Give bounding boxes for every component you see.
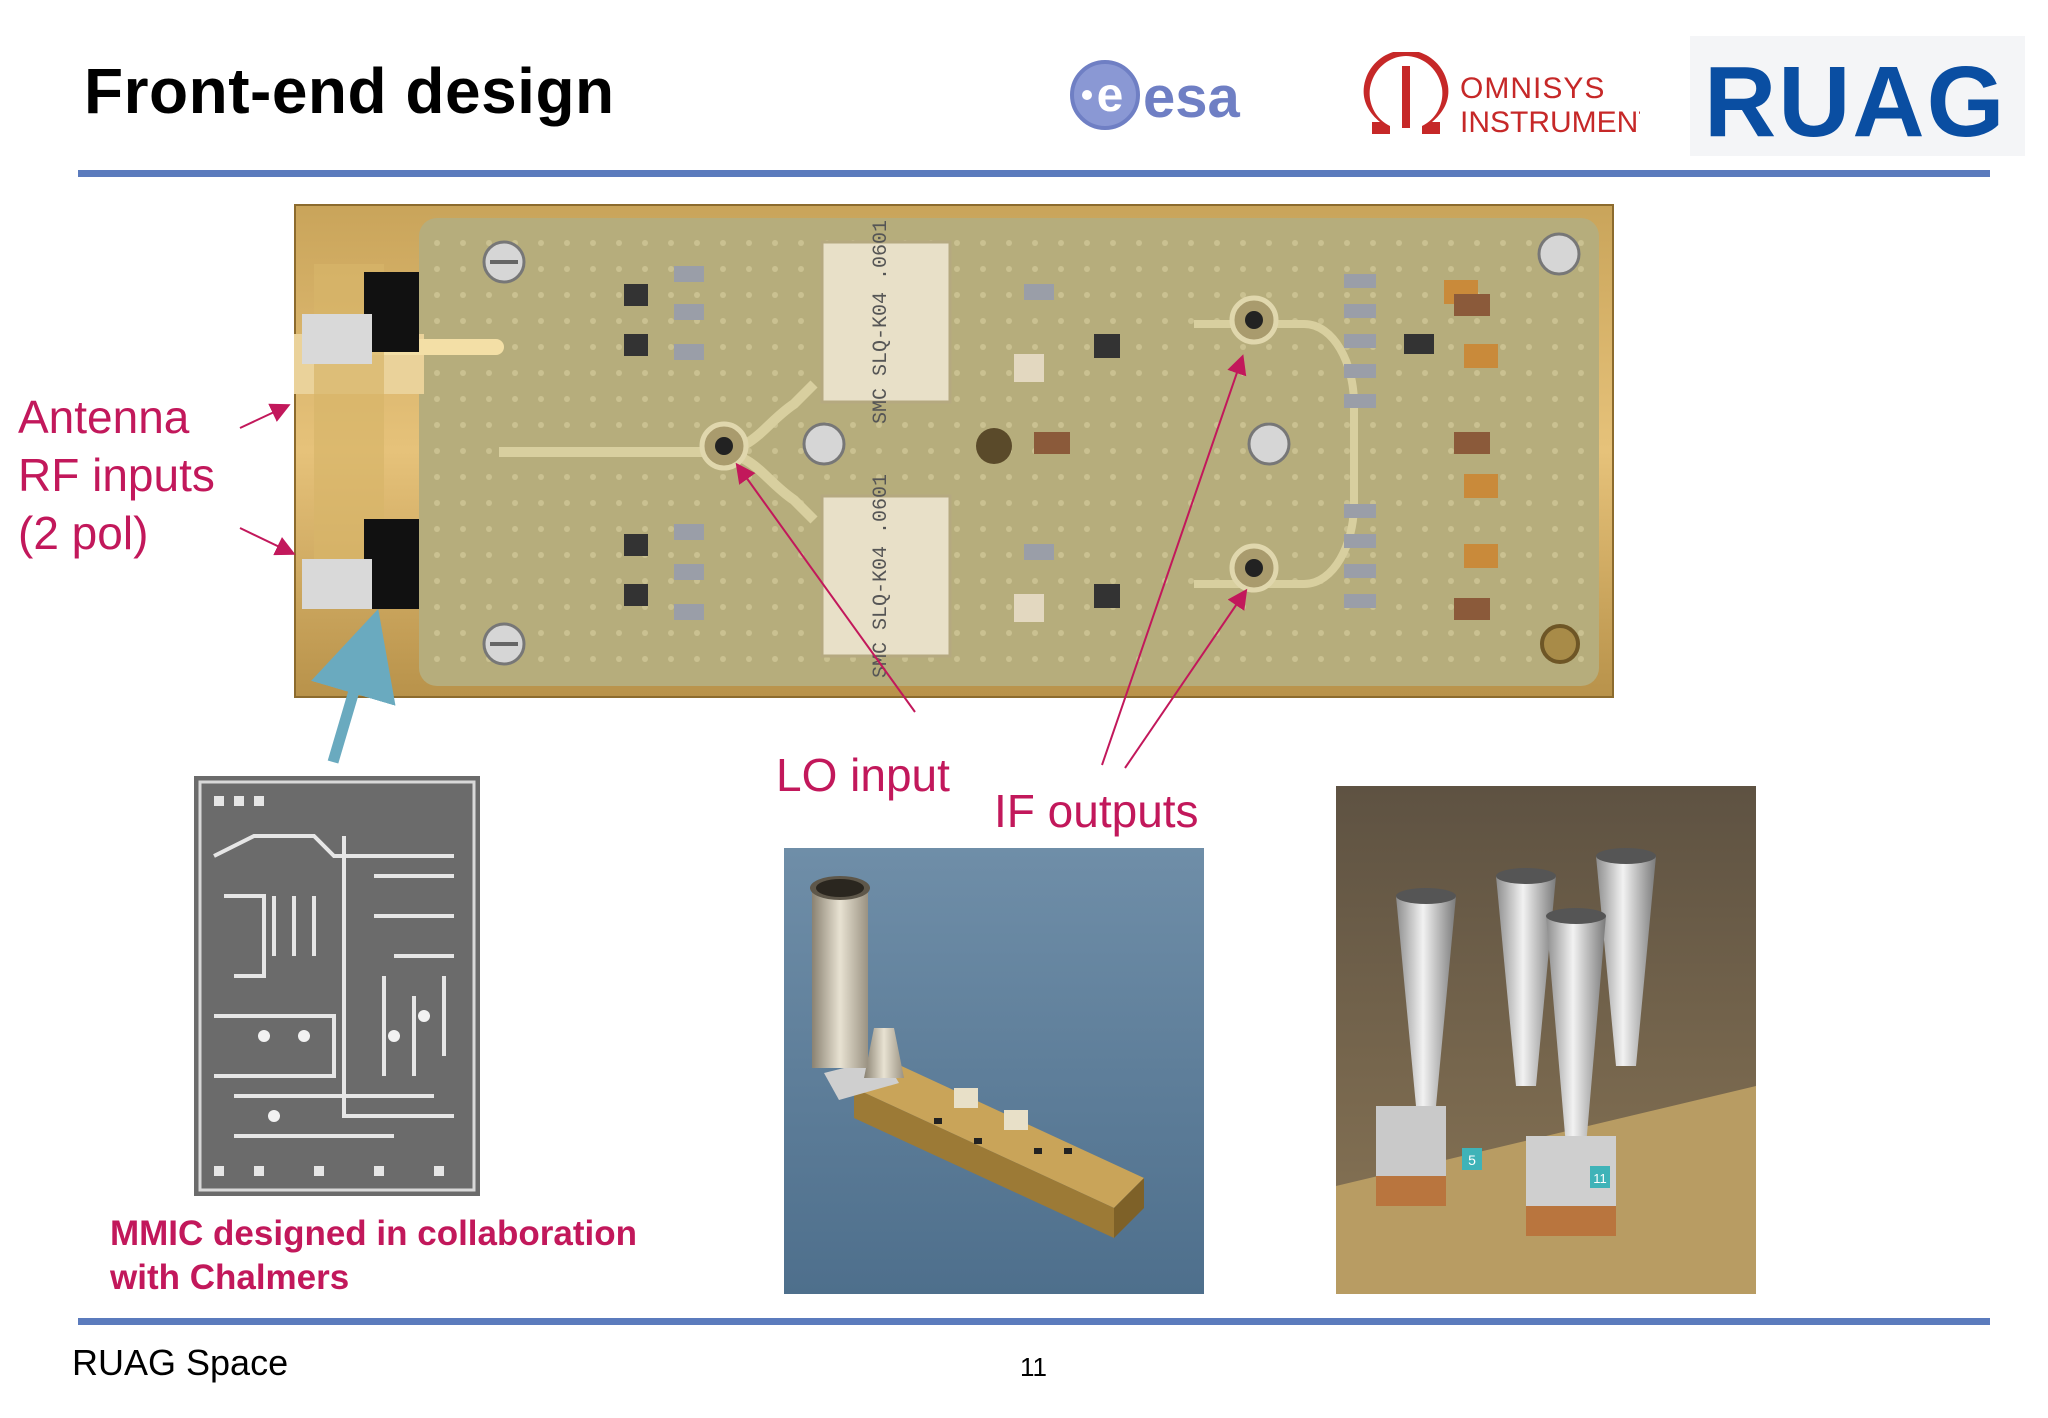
mixer-module-bottom: SMC SLQ-K04 .0601 bbox=[820, 474, 952, 678]
if-outputs-label: IF outputs bbox=[994, 785, 1199, 837]
omnisys-logo: OMNISYS INSTRUMENTS bbox=[1360, 52, 1640, 142]
footer-company: RUAG Space bbox=[72, 1342, 289, 1383]
antenna-pointer-top bbox=[239, 403, 291, 429]
horn-back-right bbox=[1596, 848, 1656, 1066]
mmic-chip-photo bbox=[194, 776, 480, 1196]
ruag-logo: RUAG bbox=[1690, 36, 2025, 156]
svg-text:SMC SLQ-K04 .0601: SMC SLQ-K04 .0601 bbox=[870, 220, 893, 424]
ruag-logo-text: RUAG bbox=[1704, 46, 2006, 156]
mmic-caption-line2: with Chalmers bbox=[110, 1258, 350, 1297]
horn-tag-11: 11 bbox=[1593, 1171, 1607, 1186]
antenna-label-line3: (2 pol) bbox=[18, 507, 149, 559]
horn-tag-5: 5 bbox=[1468, 1152, 1476, 1168]
mmic-caption: MMIC designed in collaboration with Chal… bbox=[110, 1212, 637, 1300]
assembled-module-photo bbox=[784, 848, 1204, 1294]
footer-divider bbox=[78, 1318, 1990, 1325]
esa-logo-text: esa bbox=[1143, 65, 1241, 130]
mmic-caption-line1: MMIC designed in collaboration bbox=[110, 1214, 637, 1253]
omnisys-line2: INSTRUMENTS bbox=[1460, 106, 1640, 139]
antenna-label: Antenna RF inputs (2 pol) bbox=[18, 388, 215, 562]
horn-back-middle bbox=[1496, 868, 1556, 1086]
horn-array-photo: 5 11 bbox=[1336, 786, 1756, 1294]
slide-title: Front-end design bbox=[84, 55, 615, 127]
horn-back-left bbox=[1396, 888, 1456, 1106]
esa-logo: e esa bbox=[1065, 55, 1275, 135]
lo-input-label: LO input bbox=[776, 749, 950, 801]
svg-text:e: e bbox=[1097, 69, 1124, 122]
header-divider bbox=[78, 170, 1990, 177]
front-end-board-photo: SMC SLQ-K04 .0601 SMC SLQ-K04 .0601 bbox=[294, 204, 1614, 698]
antenna-label-line1: Antenna bbox=[18, 391, 190, 443]
antenna-label-line2: RF inputs bbox=[18, 449, 215, 501]
page-number: 11 bbox=[1020, 1352, 1047, 1382]
horn-front bbox=[1546, 908, 1606, 1146]
mixer-module-top: SMC SLQ-K04 .0601 bbox=[820, 220, 952, 424]
antenna-pointer-bottom bbox=[239, 527, 296, 556]
omnisys-line1: OMNISYS bbox=[1460, 72, 1605, 105]
svg-text:SMC SLQ-K04 .0601: SMC SLQ-K04 .0601 bbox=[870, 474, 893, 678]
